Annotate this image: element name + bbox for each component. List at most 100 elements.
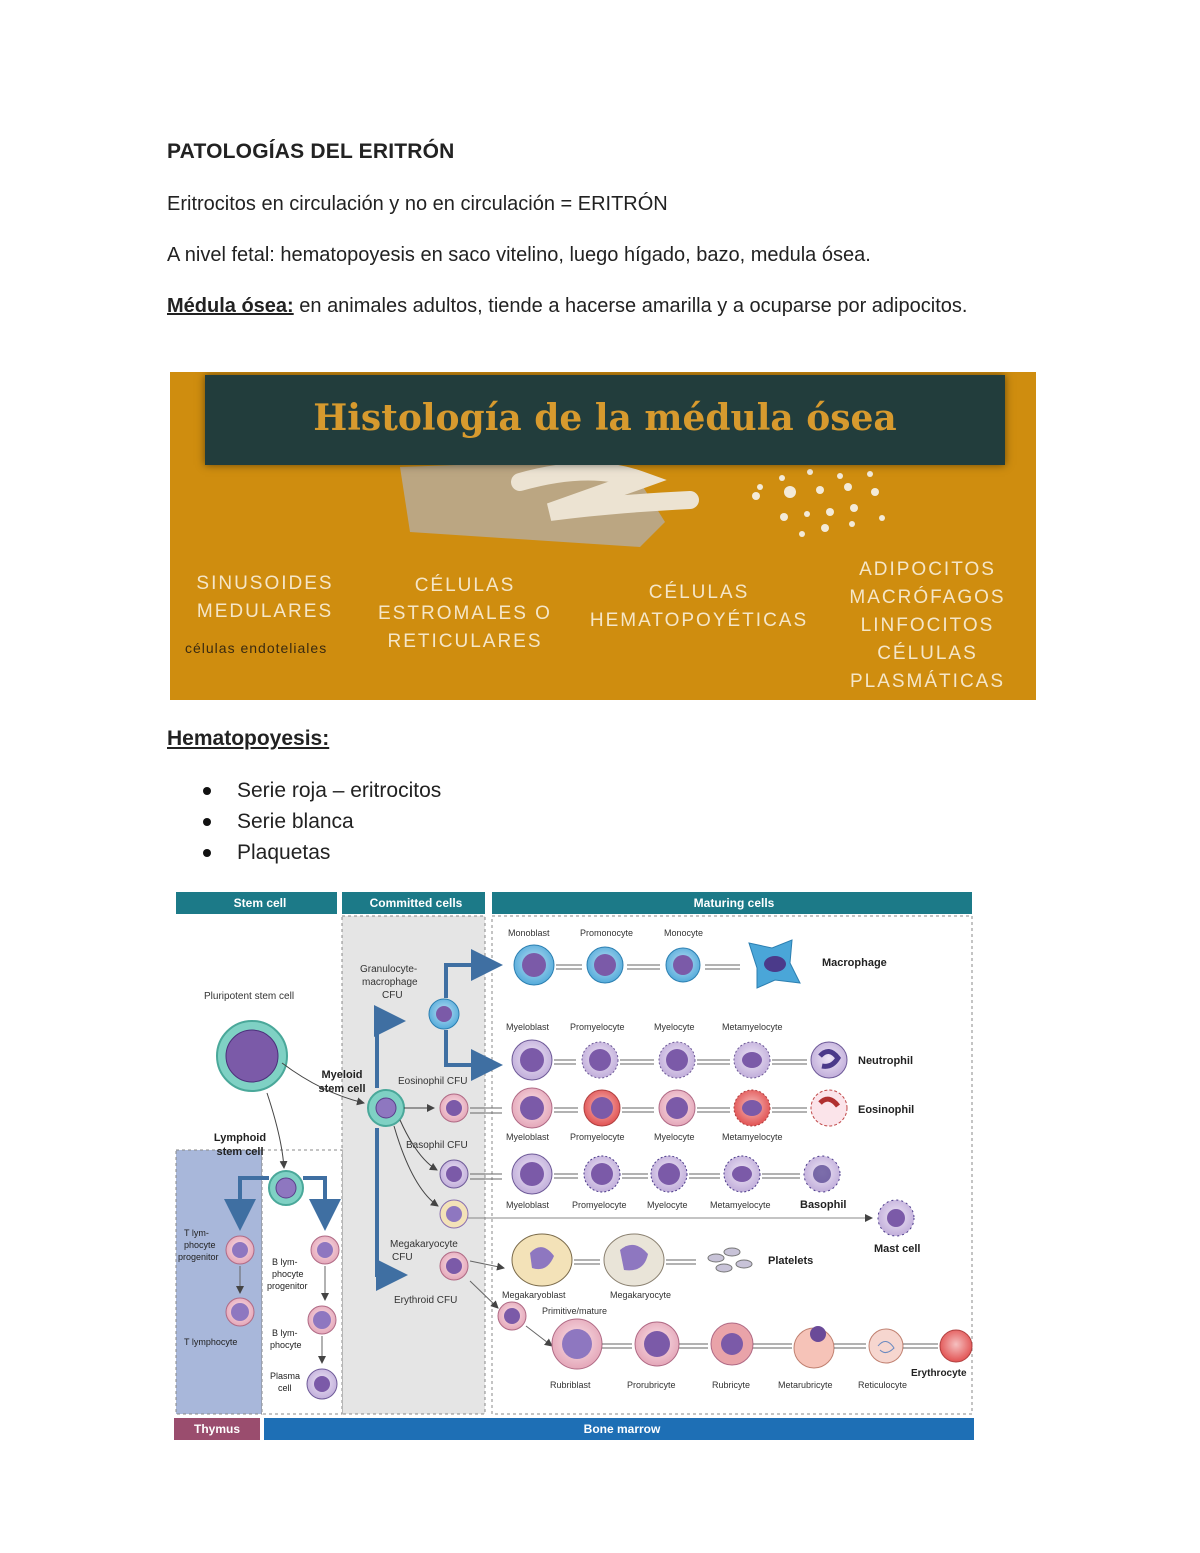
label-myeloblast-2: Myeloblast — [506, 1132, 550, 1142]
neutro-metamyelocyte-nucleus — [742, 1052, 762, 1068]
label-eosinophil: Eosinophil — [858, 1104, 914, 1116]
label-mega-l2: CFU — [392, 1252, 413, 1263]
label-b-lymph-l1: B lym- — [272, 1328, 298, 1338]
label-myelocyte-2: Myelocyte — [654, 1132, 695, 1142]
rubriblast-nucleus — [562, 1329, 592, 1359]
banner-title: Histología de la médula ósea — [205, 375, 1005, 465]
medula-osea-label: Médula ósea: — [167, 295, 294, 317]
medula-osea-text: en animales adultos, tiende a hacerse am… — [294, 295, 968, 317]
banner-col2-line1: CÉLULAS — [370, 572, 560, 600]
banner-col4-line4: CÉLULAS — [835, 640, 1020, 668]
banner-col1-sub: células endoteliales — [185, 640, 327, 656]
baso-myelocyte-nucleus — [658, 1163, 680, 1185]
label-t-lymph: T lymphocyte — [184, 1337, 237, 1347]
label-lymphoid-l1: Lymphoid — [214, 1132, 266, 1144]
page-title: PATOLOGÍAS DEL ERITRÓN — [167, 140, 455, 164]
macrophage-nucleus — [764, 956, 786, 972]
medula-osea-paragraph: Médula ósea: en animales adultos, tiende… — [167, 291, 1047, 322]
banner-col-hematopoyeticas: CÉLULAS HEMATOPOYÉTICAS — [585, 579, 813, 635]
header-stem-label: Stem cell — [234, 896, 287, 910]
label-megakaryocyte: Megakaryocyte — [610, 1290, 671, 1300]
label-metarubricyte: Metarubricyte — [778, 1380, 833, 1390]
label-baso-cfu: Basophil CFU — [406, 1140, 468, 1151]
label-myeloblast-1: Myeloblast — [506, 1022, 550, 1032]
mast-cfu-nucleus — [446, 1206, 462, 1222]
label-myeloid-l1: Myeloid — [322, 1069, 363, 1081]
label-mega-l1: Megakaryocyte — [390, 1239, 458, 1250]
header-maturing-label: Maturing cells — [694, 896, 775, 910]
label-rubricyte: Rubricyte — [712, 1380, 750, 1390]
label-primitive: Primitive/mature — [542, 1306, 607, 1316]
metarubricyte-nucleus — [810, 1326, 826, 1342]
label-megakaryoblast: Megakaryoblast — [502, 1290, 566, 1300]
list-item: Plaquetas — [200, 837, 441, 868]
label-metamyelocyte-3: Metamyelocyte — [710, 1200, 771, 1210]
eos-metamyelocyte-nucleus — [742, 1100, 762, 1116]
banner-col2-line2: ESTROMALES O — [370, 600, 560, 628]
banner-col1-line1: SINUSOIDES — [185, 570, 345, 598]
label-t-prog-l3: progenitor — [178, 1252, 219, 1262]
reticulocyte-cell — [869, 1329, 903, 1363]
platelet-4 — [736, 1260, 752, 1268]
label-platelets: Platelets — [768, 1255, 813, 1267]
baso-cfu-nucleus — [446, 1166, 462, 1182]
bone-marrow-histology-banner: Histología de la médula ósea SINUSOIDES … — [170, 372, 1036, 700]
label-b-prog-l3: progenitor — [267, 1281, 308, 1291]
label-promyelocyte-3: Promyelocyte — [572, 1200, 627, 1210]
monocyte-nucleus — [673, 955, 693, 975]
t-progenitor-nucleus — [232, 1242, 248, 1258]
banner-col4-line1: ADIPOCITOS — [835, 556, 1020, 584]
label-myelocyte-3: Myelocyte — [647, 1200, 688, 1210]
banner-col4-line2: MACRÓFAGOS — [835, 584, 1020, 612]
label-pluripotent: Pluripotent stem cell — [204, 991, 294, 1002]
label-t-prog-l2: phocyte — [184, 1240, 216, 1250]
label-reticulocyte: Reticulocyte — [858, 1380, 907, 1390]
neutro-myeloblast-nucleus — [520, 1048, 544, 1072]
banner-col1-line2: MEDULARES — [185, 598, 345, 626]
label-promonocyte: Promonocyte — [580, 928, 633, 938]
label-ery-cfu: Erythroid CFU — [394, 1295, 457, 1306]
baso-metamyelocyte-nucleus — [732, 1166, 752, 1182]
hematopoiesis-diagram: Stem cell Committed cells Maturing cells… — [172, 888, 976, 1443]
prorubricyte-nucleus — [644, 1331, 670, 1357]
fetal-hematopoiesis-text: A nivel fetal: hematopoyesis en saco vit… — [167, 240, 1047, 271]
gm-cfu-nucleus — [436, 1006, 452, 1022]
promonocyte-nucleus — [594, 954, 616, 976]
banner-col2-line3: RETICULARES — [370, 628, 560, 656]
platelet-3 — [716, 1264, 732, 1272]
eosinophil-cell — [811, 1090, 847, 1126]
label-metamyelocyte-2: Metamyelocyte — [722, 1132, 783, 1142]
label-promyelocyte-1: Promyelocyte — [570, 1022, 625, 1032]
label-basophil: Basophil — [800, 1199, 846, 1211]
hematopoiesis-svg: Stem cell Committed cells Maturing cells… — [172, 888, 976, 1443]
label-macrophage: Macrophage — [822, 957, 887, 969]
monoblast-nucleus — [522, 953, 546, 977]
banner-col4-line5: PLASMÁTICAS — [835, 668, 1020, 696]
banner-col4-line3: LINFOCITOS — [835, 612, 1020, 640]
baso-myeloblast-nucleus — [520, 1162, 544, 1186]
label-monocyte: Monocyte — [664, 928, 703, 938]
banner-col-sinusoides: SINUSOIDES MEDULARES — [185, 570, 345, 626]
footer-thymus-label: Thymus — [194, 1422, 240, 1436]
label-rubriblast: Rubriblast — [550, 1380, 591, 1390]
label-prorubricyte: Prorubricyte — [627, 1380, 676, 1390]
banner-col3-line1: CÉLULAS — [585, 579, 813, 607]
eritron-definition: Eritrocitos en circulación y no en circu… — [167, 189, 1047, 220]
label-plasma-l2: cell — [278, 1383, 292, 1393]
banner-col3-line2: HEMATOPOYÉTICAS — [585, 607, 813, 635]
label-plasma-l1: Plasma — [270, 1371, 300, 1381]
eos-promyelocyte-nucleus — [591, 1097, 613, 1119]
label-eos-cfu: Eosinophil CFU — [398, 1076, 467, 1087]
label-neutrophil: Neutrophil — [858, 1055, 913, 1067]
neutro-myelocyte-nucleus — [666, 1049, 688, 1071]
lymphoid-nucleus — [276, 1178, 296, 1198]
basophil-nucleus — [813, 1165, 831, 1183]
list-item: Serie roja – eritrocitos — [200, 775, 441, 806]
label-monoblast: Monoblast — [508, 928, 550, 938]
thymus-panel — [176, 1150, 262, 1414]
b-progenitor-nucleus — [317, 1242, 333, 1258]
label-metamyelocyte-1: Metamyelocyte — [722, 1022, 783, 1032]
label-gm-l3: CFU — [382, 990, 403, 1001]
label-b-prog-l1: B lym- — [272, 1257, 298, 1267]
label-b-prog-l2: phocyte — [272, 1269, 304, 1279]
